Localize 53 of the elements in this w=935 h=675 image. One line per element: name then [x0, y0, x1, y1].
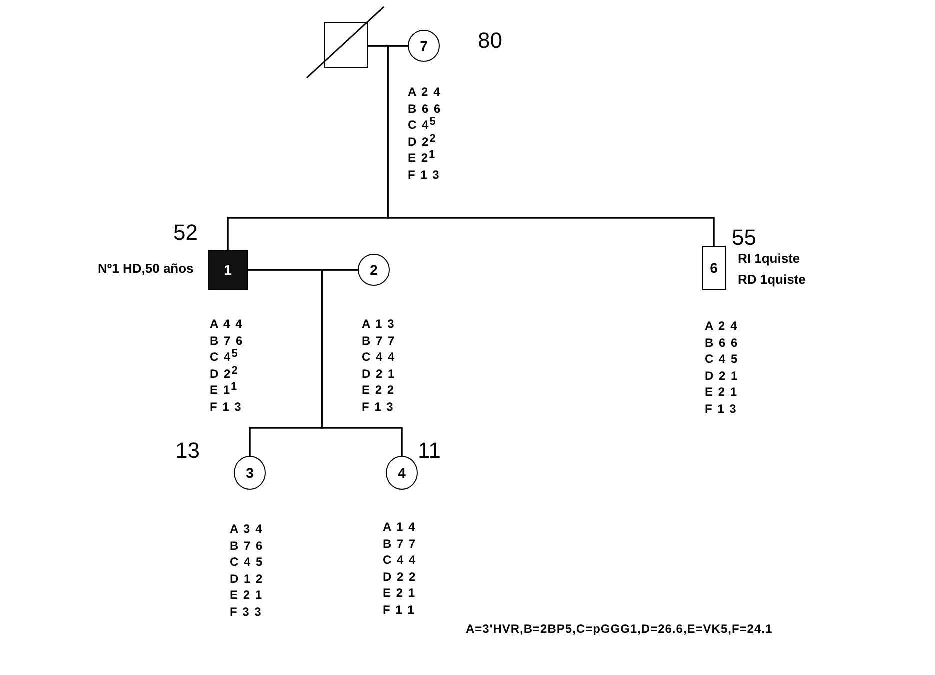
genotype-line: C 4 4 [362, 349, 396, 366]
genotype-line: B 7 6 [230, 538, 264, 554]
genotype-line: F 1 3 [705, 400, 738, 417]
genotype-line: A 2 4 [408, 84, 442, 100]
individual-number: 6 [710, 260, 718, 276]
clinical-note: Nº1 HD,50 años [98, 261, 194, 276]
marker-key-note: A=3'HVR,B=2BP5,C=pGGG1,D=26.6,E=VK5,F=24.1 [466, 622, 773, 636]
clinical-note: RI 1quiste [738, 251, 800, 266]
genotype-line: E 2 1 [383, 585, 417, 602]
genotype-line: D 1 2 [230, 570, 264, 587]
female-circle [408, 30, 440, 62]
affected-male-square [208, 250, 248, 290]
age-label: 80 [478, 30, 502, 52]
genotype-line: D 2 2 [383, 568, 417, 585]
individual-number: 1 [224, 262, 232, 278]
genotype-line: A 2 4 [705, 318, 739, 334]
genotype-line: D 2 1 [362, 366, 396, 382]
genotype-line: C 4 4 [383, 552, 417, 568]
male-square [702, 246, 726, 290]
individual-number: 4 [398, 465, 406, 481]
age-label: 11 [418, 440, 441, 462]
deceased-male-square [324, 22, 368, 68]
individual-number: 2 [370, 262, 378, 278]
genotype-line: B 6 6 [705, 334, 739, 351]
genotype-line: A 1 4 [383, 519, 417, 536]
genotype-line: F 1 1 [383, 602, 416, 618]
age-label: 13 [174, 440, 200, 462]
genotype-line: B 7 6 [210, 332, 244, 349]
female-circle [358, 254, 390, 286]
genotype-line: A 1 3 [362, 316, 396, 332]
female-circle [234, 456, 266, 490]
genotype-line: B 6 6 [408, 100, 442, 117]
genotype-line: D 2 1 [705, 368, 739, 384]
genotype-line: F 3 3 [230, 604, 264, 620]
genotype-line: B 7 7 [362, 332, 396, 349]
genotype-line: E 2 2 [362, 382, 396, 398]
genotype-line: C 4 5 [705, 351, 739, 368]
age-label: 55 [732, 227, 756, 249]
genotype-line: A 4 4 [210, 316, 244, 332]
genotype-line: C 4 5 [230, 554, 264, 570]
genotype-line: F 1 3 [362, 398, 396, 415]
genotype-line: F 1 3 [408, 166, 442, 183]
genotype-line: B 7 7 [383, 536, 417, 552]
female-circle [386, 456, 418, 490]
genotype-line: E 2 1 [705, 384, 739, 400]
genotype-line: E 2 1 [230, 587, 264, 604]
individual-number: 3 [246, 465, 254, 481]
individual-number: 7 [420, 38, 428, 54]
clinical-note: RD 1quiste [738, 272, 806, 287]
genotype-line: A 3 4 [230, 521, 264, 538]
pedigree-line [321, 269, 403, 456]
genotype-line: F 1 3 [210, 398, 244, 415]
age-label: 52 [172, 222, 198, 244]
